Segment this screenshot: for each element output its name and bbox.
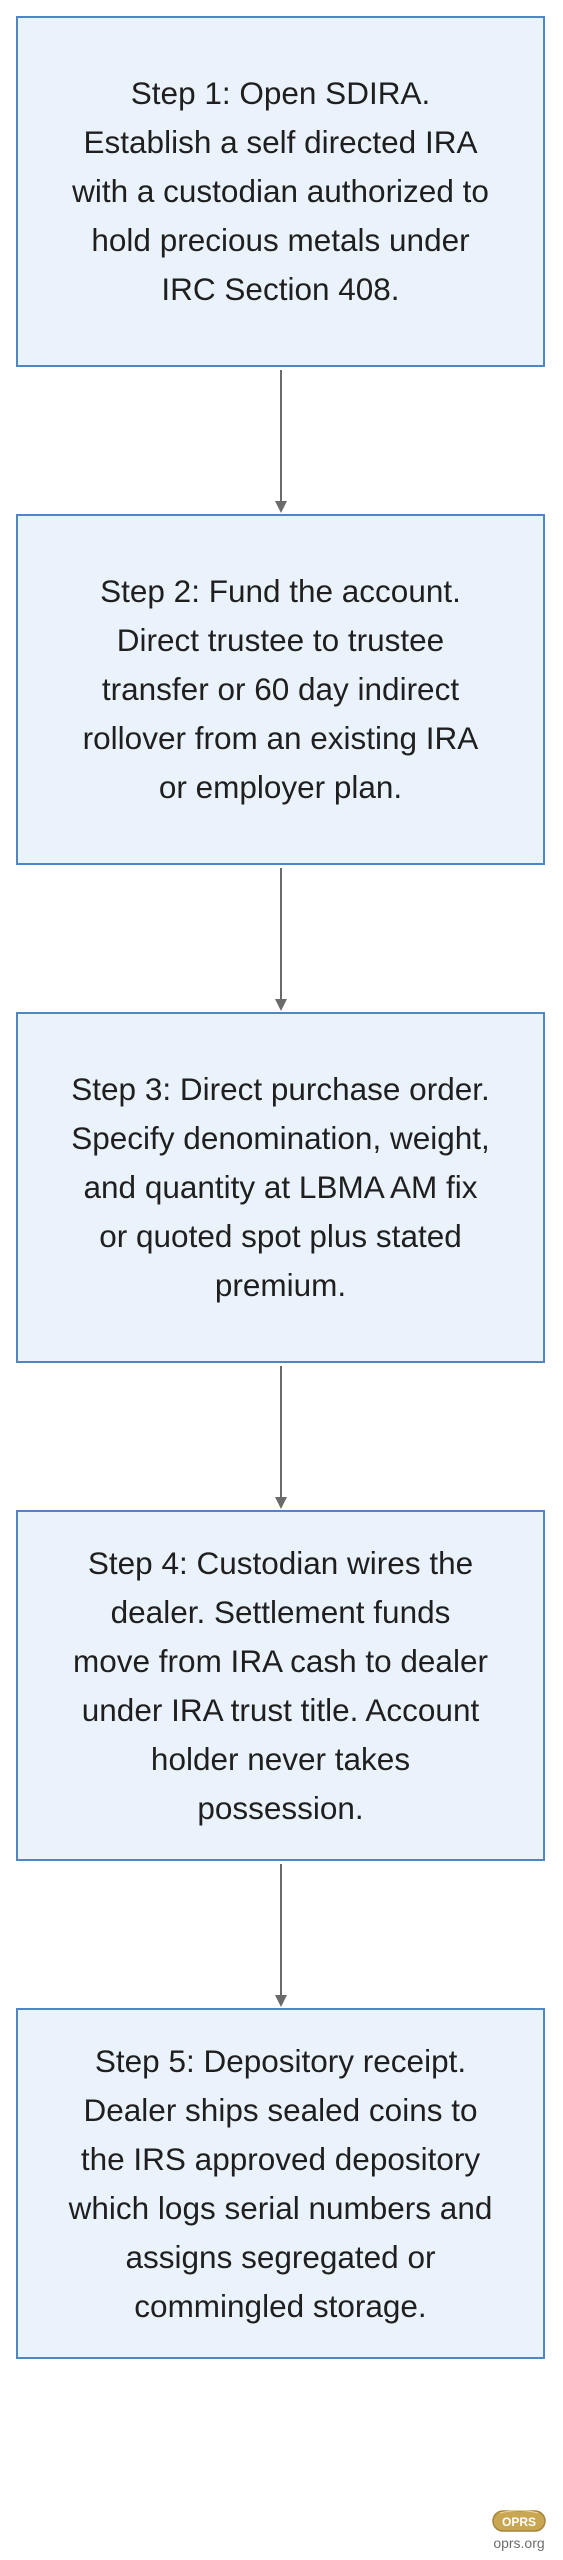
step-2-box: Step 2: Fund the account. Direct trustee… [16, 514, 545, 865]
step-2-text: Step 2: Fund the account. Direct trustee… [82, 573, 479, 805]
oprs-logo-mark-text: OPRS [502, 2515, 536, 2529]
step-3-text: Step 3: Direct purchase order. Specify d… [71, 1071, 490, 1303]
oprs-site-text: oprs.org [493, 2535, 545, 2551]
step-4-text: Step 4: Custodian wires the dealer. Sett… [73, 1544, 488, 1826]
step-5-box: Step 5: Depository receipt. Dealer ships… [16, 2008, 545, 2359]
step-1-text: Step 1: Open SDIRA. Establish a self dir… [72, 75, 489, 307]
oprs-logo: OPRS oprs.org [487, 2508, 551, 2552]
oprs-logo-mark: OPRS [492, 2509, 546, 2532]
step-3-box: Step 3: Direct purchase order. Specify d… [16, 1012, 545, 1363]
step-5-text: Step 5: Depository receipt. Dealer ships… [68, 2042, 493, 2324]
step-4-box: Step 4: Custodian wires the dealer. Sett… [16, 1510, 545, 1861]
step-1-box: Step 1: Open SDIRA. Establish a self dir… [16, 16, 545, 367]
